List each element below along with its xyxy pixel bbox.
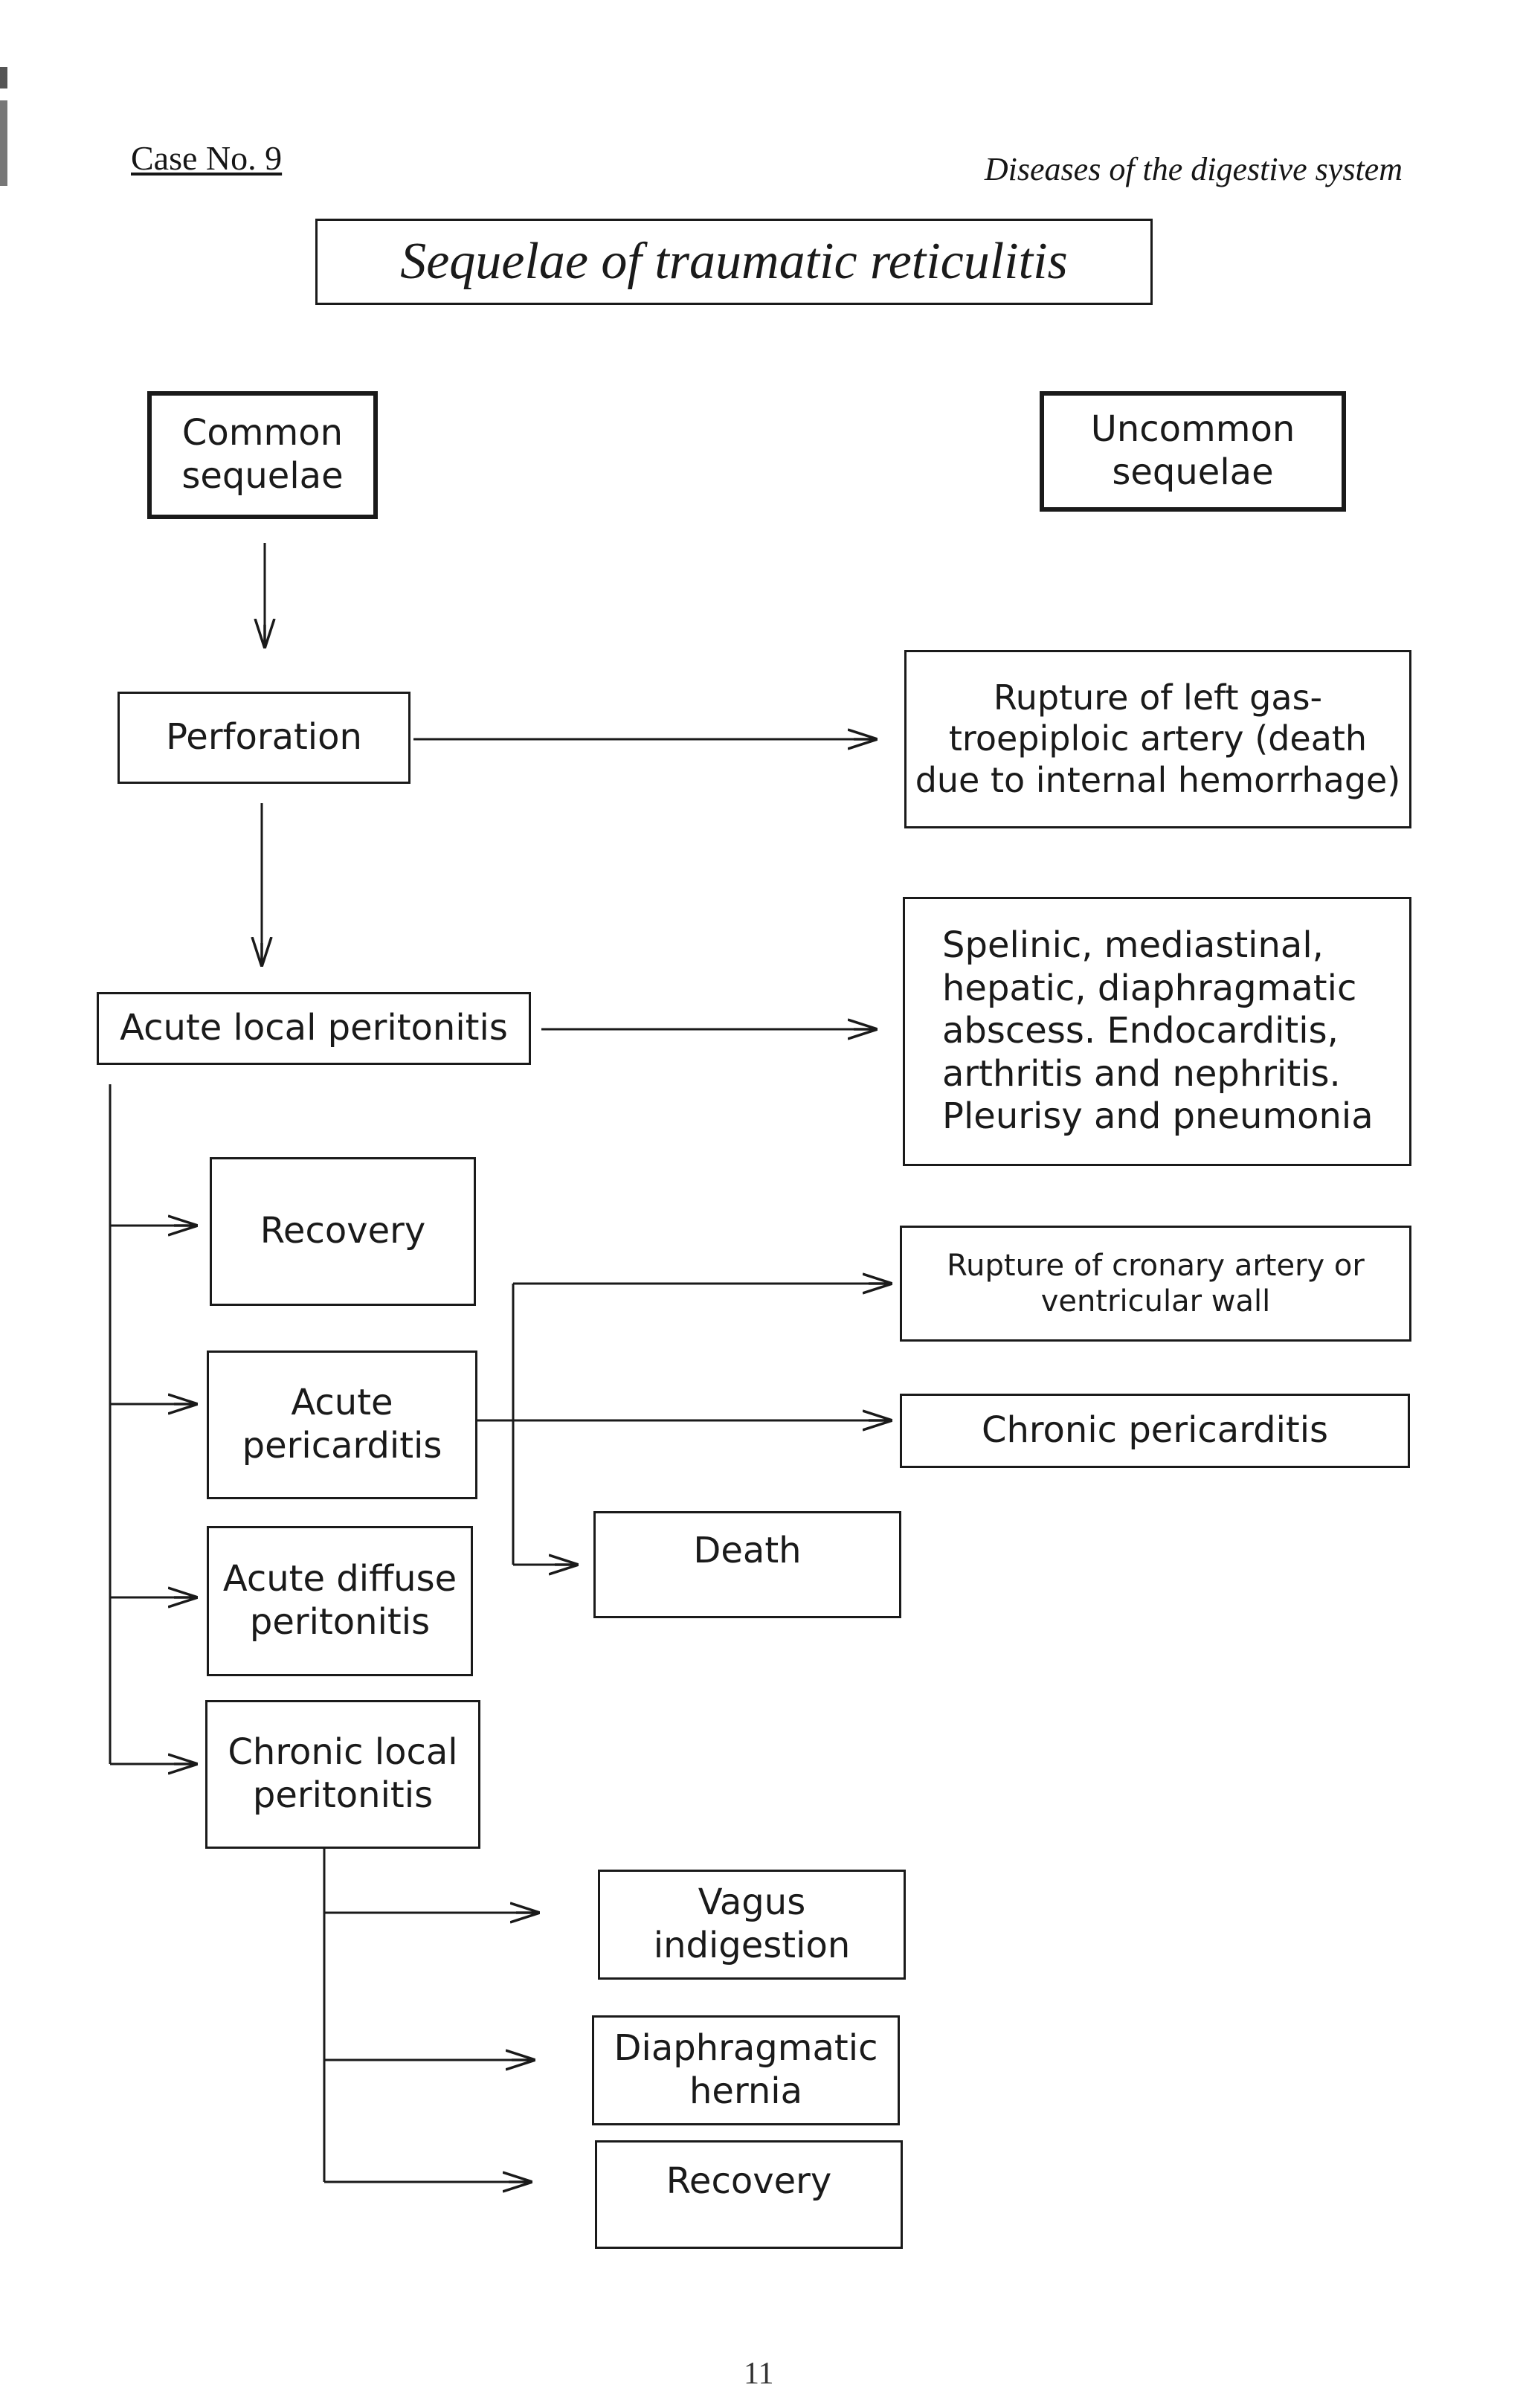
section-heading: Diseases of the digestive system	[984, 151, 1403, 187]
node-recovery-2: Recovery	[595, 2140, 903, 2249]
case-label: Case No. 9	[131, 139, 283, 177]
node-rupture-gastroepiploic: Rupture of left gas- troepiploic artery …	[904, 650, 1411, 828]
node-recovery-1: Recovery	[210, 1157, 476, 1306]
scan-artifact	[0, 67, 7, 186]
node-acute-local-peritonitis: Acute local peritonitis	[97, 992, 531, 1065]
node-rupture-coronary: Rupture of cronary artery or ventricular…	[900, 1226, 1411, 1342]
node-diaphragmatic-hernia: Diaphragmatic hernia	[592, 2015, 900, 2125]
node-chronic-pericarditis: Chronic pericarditis	[900, 1394, 1410, 1468]
node-acute-diffuse-peritonitis: Acute diffuse peritonitis	[207, 1526, 473, 1676]
node-acute-pericarditis: Acute pericarditis	[207, 1351, 477, 1499]
node-abscess-list: Spelinic, mediastinal, hepatic, diaphrag…	[903, 897, 1411, 1166]
node-death: Death	[593, 1511, 901, 1618]
page-number: 11	[744, 2357, 774, 2391]
node-chronic-local-peritonitis: Chronic local peritonitis	[205, 1700, 480, 1849]
node-vagus-indigestion: Vagus indigestion	[598, 1870, 906, 1980]
node-common-sequelae: Common sequelae	[147, 391, 378, 519]
diagram-title: Sequelae of traumatic reticulitis	[315, 219, 1153, 305]
node-perforation: Perforation	[117, 692, 410, 784]
node-uncommon-sequelae: Uncommon sequelae	[1040, 391, 1346, 512]
